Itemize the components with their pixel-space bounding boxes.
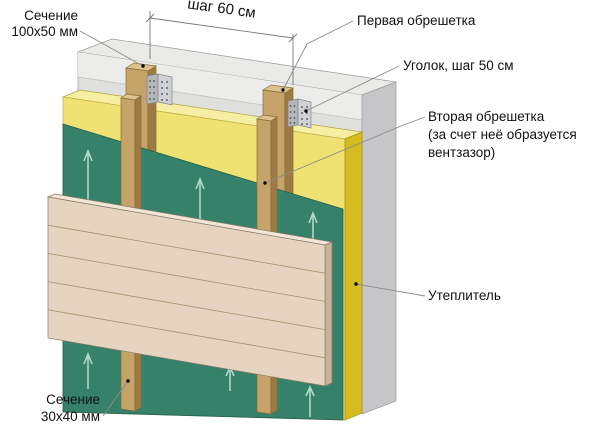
angle-bracket-2 [287,98,312,129]
siding-board-lines [47,224,326,359]
label-insulation: Утеплитель [428,288,501,303]
vent-arrow-icon [83,148,93,207]
vent-arrow-icon [83,351,93,389]
label-bracket: Уголок, шаг 50 см [403,58,514,73]
leader-dot [126,379,130,383]
leader-dot [263,181,267,185]
leader-section-100x50 [79,30,144,67]
label-first-battens: Первая обрешетка [357,13,476,28]
label-section-30x40-line1: Сечение [46,392,100,407]
leader-dot [304,109,308,113]
angle-bracket-1 [146,73,173,106]
leader-second-battens [264,116,426,184]
insulation-side-face [344,131,363,421]
bracket-2-holes [289,105,308,125]
label-section-100x50-line2: 100х50 мм [11,24,78,39]
dim-tick-left [145,13,155,23]
labels: Сечение 100х50 мм Первая обрешетка Уголо… [11,8,576,424]
wall-band-line [77,76,363,121]
bracket-1-flange-left [146,73,159,105]
dimension-label: шаг 60 см [186,0,256,22]
leader-dot [354,282,358,286]
leader-insulation [355,283,426,297]
vent-arrow-icon [305,385,315,417]
label-section-100x50-line1: Сечение [24,8,78,23]
leader-first-battens [282,20,354,91]
leader-bracket [305,65,400,112]
leader-lines [79,20,426,417]
siding-side-face [324,241,333,387]
label-second-battens-line1: Вторая обрешетка [428,109,545,124]
bracket-2-flange-right [297,98,312,129]
bracket-1-holes [149,80,168,101]
leader-section-30x40 [102,380,129,417]
siding-front-face [47,196,326,387]
label-second-battens-line2: (за счет неё образуется [428,127,577,142]
wall-side-face [361,81,397,415]
leader-dot [141,64,145,68]
dim-line [149,17,294,39]
dim-tick-right [288,33,298,43]
bracket-1-flange-right [157,73,173,106]
label-second-battens-line3: вентзазор) [428,145,495,160]
bracket-2-flange-left [287,98,299,128]
label-section-30x40-line2: 30х40 мм [41,409,100,424]
leader-dot [281,88,285,92]
siding-panel [46,193,334,387]
